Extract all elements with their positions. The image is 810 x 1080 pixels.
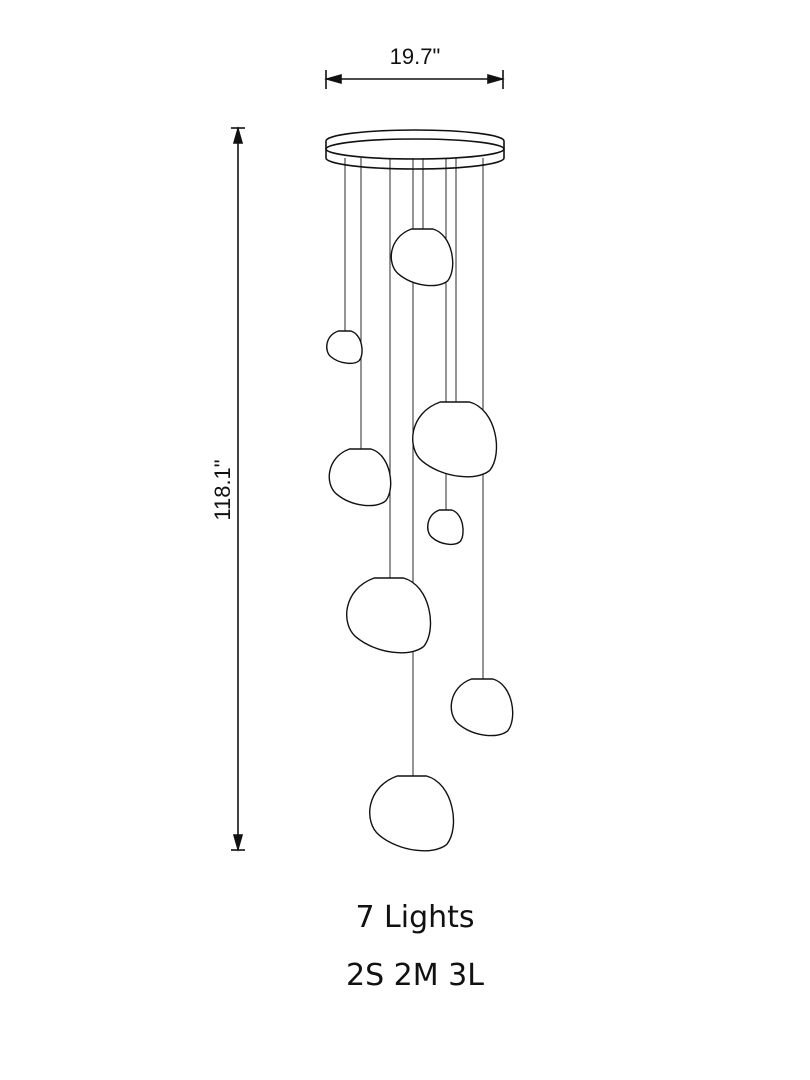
glass-globe-shade <box>346 577 432 654</box>
glass-globe-shade <box>427 509 464 546</box>
canopy <box>325 129 505 170</box>
width-label: 19.7" <box>389 44 441 69</box>
glass-globe-shade <box>390 228 454 287</box>
size-mix-caption: 2S 2M 3L <box>346 958 484 993</box>
glass-globe-shade <box>412 401 498 478</box>
light-count-caption: 7 Lights <box>355 900 475 935</box>
glass-globe-shade <box>328 448 392 507</box>
glass-globe-shade <box>450 678 514 737</box>
glass-globe-shade <box>326 330 363 365</box>
height-label: 118.1" <box>210 459 235 521</box>
height-dimension-line <box>231 126 245 852</box>
glass-globe-shade <box>369 775 455 852</box>
width-dimension-line <box>324 70 505 89</box>
